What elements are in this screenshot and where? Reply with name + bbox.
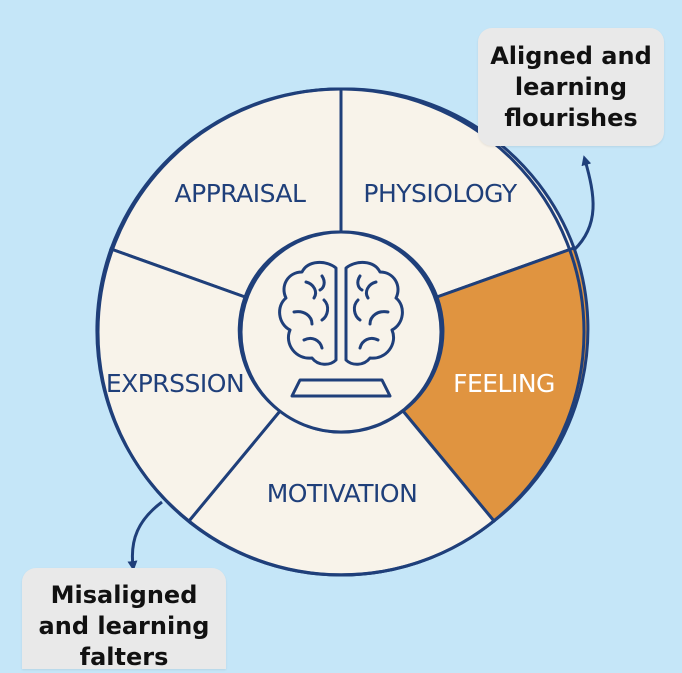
segment-label-feeling: FEELING xyxy=(453,369,555,398)
segment-label-motivation: MOTIVATION xyxy=(267,479,418,508)
segment-label-appraisal: APPRAISAL xyxy=(175,179,307,208)
callout-aligned: Aligned and learning flourishes xyxy=(478,28,664,146)
brain-icon xyxy=(278,261,404,398)
callout-misaligned: Misaligned and learning falters xyxy=(22,568,226,671)
wheel-rim xyxy=(96,87,586,577)
segment-label-physiology: PHYSIOLOGY xyxy=(363,179,517,208)
arrow-to-bottom-callout xyxy=(127,500,163,571)
wheel-center-hub xyxy=(239,230,443,434)
arrow-to-top-callout xyxy=(572,155,595,252)
segment-label-expression: EXPRSSION xyxy=(106,369,244,398)
